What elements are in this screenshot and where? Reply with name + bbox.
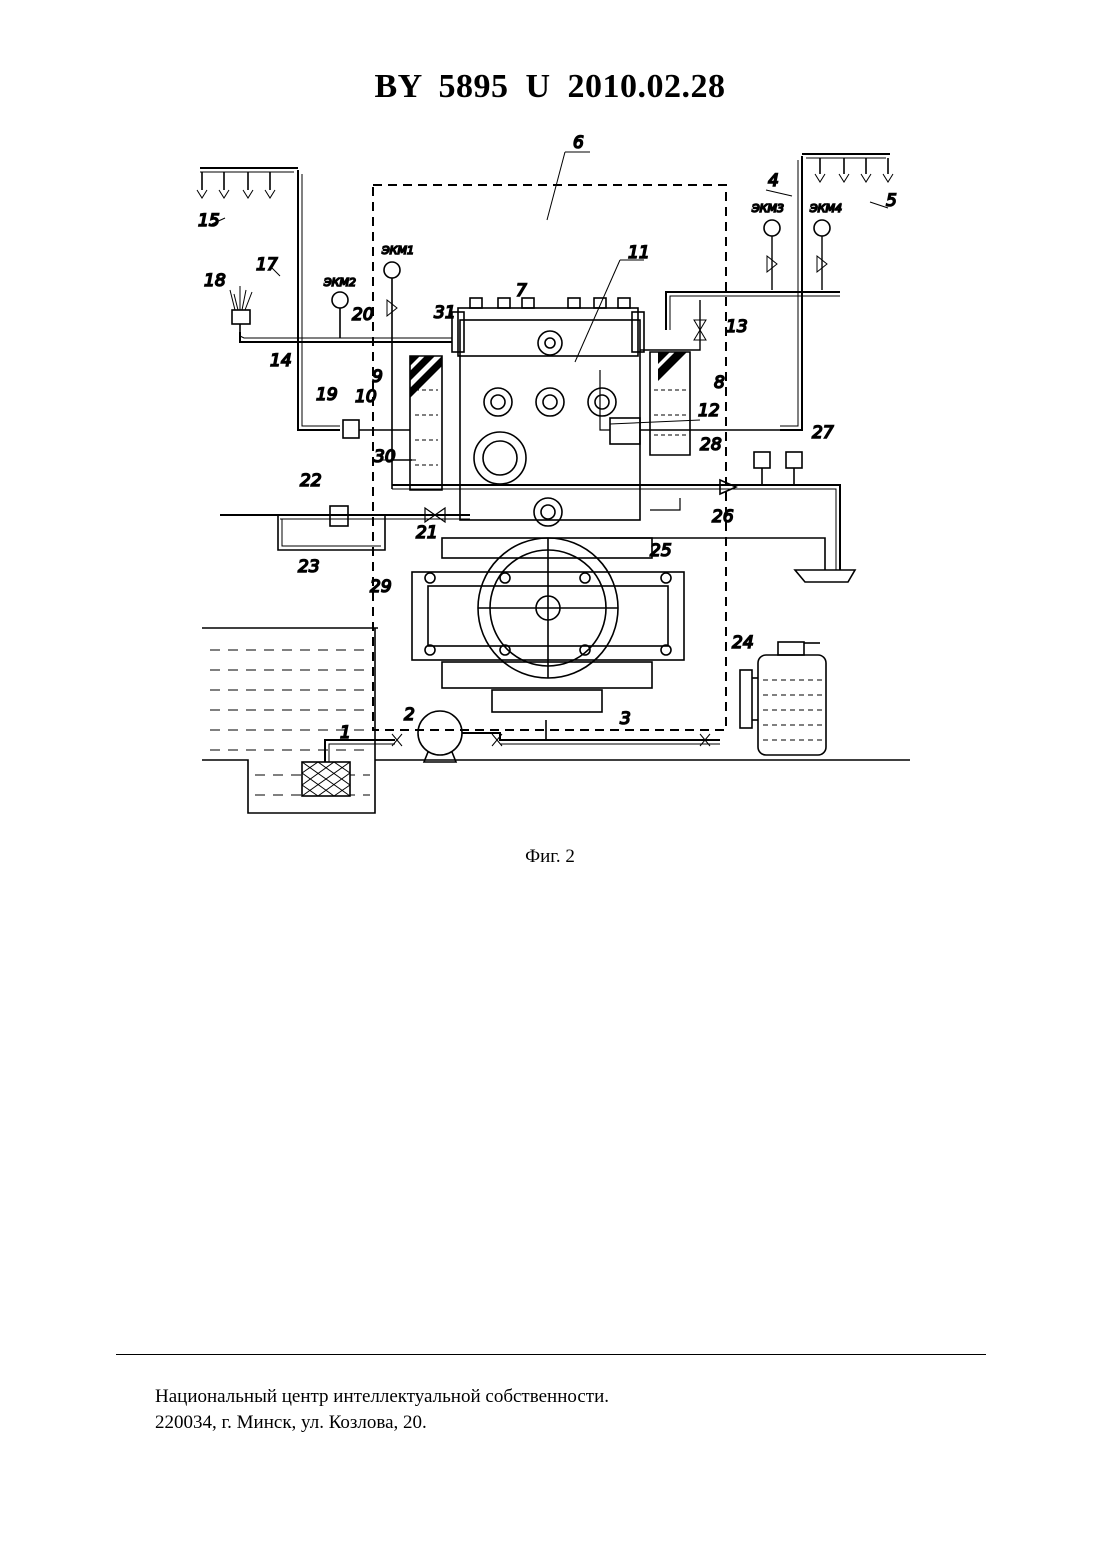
label-1: 1: [340, 723, 351, 743]
label-11: 11: [628, 243, 650, 263]
label-ekm2: ЭКМ2: [323, 276, 356, 289]
label-24: 24: [732, 633, 754, 653]
engine-frame: [412, 538, 684, 712]
reservoir: [202, 628, 378, 813]
label-4: 4: [768, 171, 779, 191]
patent-number-header: BY 5895 U 2010.02.28: [0, 68, 1100, 106]
pump-2: [418, 711, 462, 755]
label-27: 27: [812, 423, 834, 443]
label-7: 7: [516, 281, 527, 301]
compressor-body: [452, 298, 644, 526]
schematic-svg: 1 2 3 4 5 6 7 8 9 10 11 12 13 14 15 17 1…: [180, 130, 920, 830]
label-2: 2: [404, 705, 415, 725]
label-19: 19: [316, 385, 338, 405]
label-15: 15: [198, 211, 220, 231]
label-ekm1: ЭКМ1: [381, 244, 414, 257]
drain-piping: [220, 460, 570, 550]
water-jackets: [410, 352, 690, 490]
label-ekm4: ЭКМ4: [809, 202, 842, 215]
label-17: 17: [256, 255, 278, 275]
label-23: 23: [298, 557, 320, 577]
label-13: 13: [726, 317, 748, 337]
unit-12: [610, 418, 640, 444]
label-14: 14: [270, 351, 292, 371]
gauge-ekm1: [384, 262, 400, 278]
technical-drawing: 1 2 3 4 5 6 7 8 9 10 11 12 13 14 15 17 1…: [180, 130, 920, 830]
figure-caption: Фиг. 2: [0, 846, 1100, 868]
label-6: 6: [573, 133, 584, 153]
label-20: 20: [352, 305, 374, 325]
footer-line-address: 220034, г. Минск, ул. Козлова, 20.: [155, 1410, 609, 1436]
gauge-ekm2: [332, 292, 348, 308]
label-25: 25: [650, 541, 672, 561]
label-22: 22: [300, 471, 322, 491]
label-ekm3: ЭКМ3: [751, 202, 784, 215]
label-29: 29: [370, 577, 392, 597]
footer-address: Национальный центр интеллектуальной собс…: [155, 1384, 609, 1436]
label-9: 9: [372, 367, 383, 387]
label-8: 8: [714, 373, 725, 393]
right-piping: [600, 154, 893, 444]
footer-divider: [116, 1354, 986, 1355]
sprayer-18: [232, 310, 250, 324]
label-12: 12: [698, 401, 720, 421]
gauge-ekm4: [814, 220, 830, 236]
label-5: 5: [886, 191, 897, 211]
label-30: 30: [374, 447, 396, 467]
label-18: 18: [204, 271, 226, 291]
label-28: 28: [700, 435, 722, 455]
leader-lines: [212, 152, 888, 460]
footer-line-organization: Национальный центр интеллектуальной собс…: [155, 1384, 609, 1410]
label-3: 3: [620, 709, 631, 729]
tank-24: [740, 642, 826, 755]
label-26: 26: [712, 507, 734, 527]
label-31: 31: [434, 303, 456, 323]
gauge-ekm3: [764, 220, 780, 236]
label-10: 10: [355, 387, 377, 407]
label-21: 21: [416, 523, 438, 543]
